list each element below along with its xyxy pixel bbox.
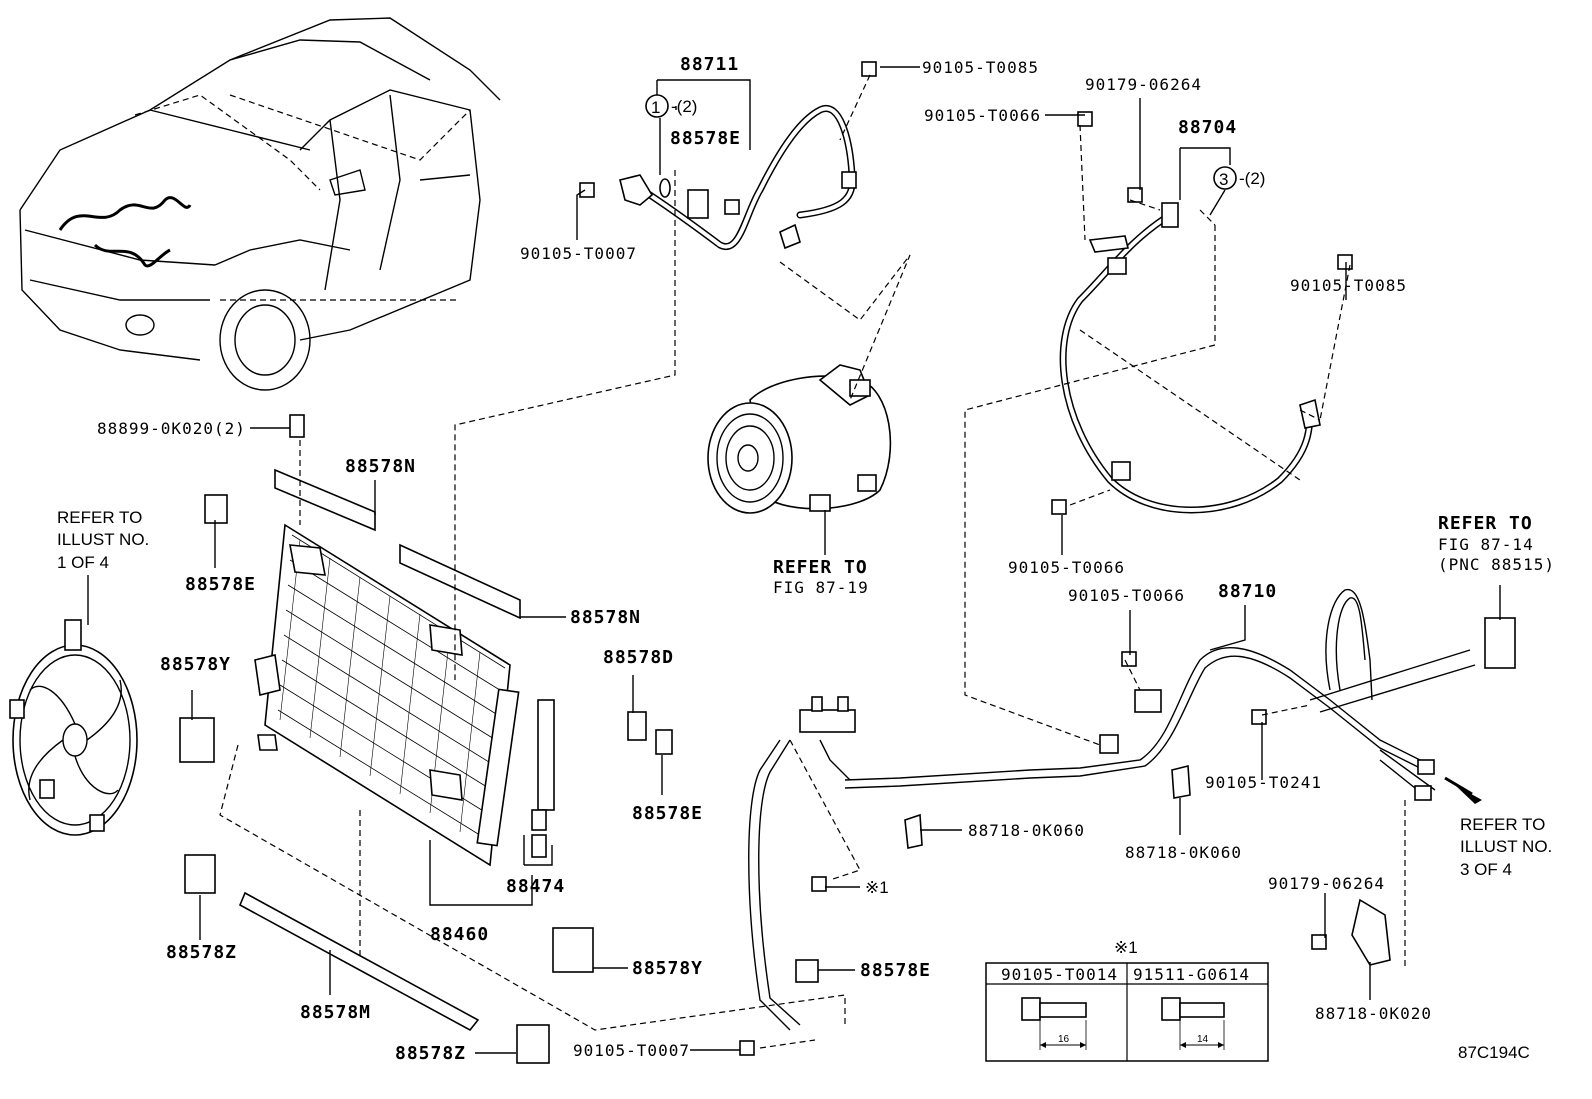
bolt-2-shank-icon xyxy=(1179,1002,1225,1018)
label-88899-0K020: 88899-0K020(2) xyxy=(97,419,246,438)
bolt-table-col-2: 91511-G0614 xyxy=(1133,965,1250,984)
label-90179-06264-top: 90179-06264 xyxy=(1085,75,1202,94)
label-88711-qty: -(2) xyxy=(671,97,697,116)
vehicle-illustration xyxy=(19,17,501,391)
bolt-2-length: 14 xyxy=(1197,1034,1209,1045)
circled-number-1 xyxy=(645,94,669,118)
bolt-1-shank-icon xyxy=(1039,1002,1087,1018)
label-90105-T0066-low: 90105-T0066 xyxy=(1068,586,1185,605)
label-88578Y-left: 88578Y xyxy=(160,654,231,675)
label-88711: 88711 xyxy=(680,54,739,75)
circled-number-3-text: 3 xyxy=(1219,170,1228,189)
label-88578N-mid: 88578N xyxy=(570,607,641,628)
bolt-1-length: 16 xyxy=(1058,1034,1070,1045)
label-88578Z-low: 88578Z xyxy=(395,1043,466,1064)
refer-illust1-line3: 1 OF 4 xyxy=(57,553,109,572)
ac-compressor xyxy=(707,364,892,514)
refer-illust1-line1: REFER TO xyxy=(57,508,142,527)
bolt-reference-table: ※1 90105-T0014 91511-G0614 16 14 xyxy=(985,938,1269,1062)
dashed-leaders xyxy=(134,74,1406,1049)
label-88460: 88460 xyxy=(430,924,489,945)
label-88710: 88710 xyxy=(1218,581,1277,602)
label-90105-T0007-top: 90105-T0007 xyxy=(520,244,637,263)
label-88474: 88474 xyxy=(506,876,565,897)
label-88578E-top: 88578E xyxy=(670,128,741,149)
suction-hose-88704 xyxy=(1059,202,1321,514)
label-90105-T0085-top: 90105-T0085 xyxy=(922,58,1039,77)
label-88578D: 88578D xyxy=(603,647,674,668)
refer-fig8714-line2: FIG 87-14 xyxy=(1438,535,1534,554)
cooling-fan-assembly xyxy=(9,619,138,836)
label-90105-T0066-mid: 90105-T0066 xyxy=(1008,558,1125,577)
refer-fig8714-line1: REFER TO xyxy=(1438,513,1533,534)
refer-illust1-line2: ILLUST NO. xyxy=(57,530,149,549)
bolt-1-head-icon xyxy=(1021,997,1041,1021)
label-mark-1: ※1 xyxy=(865,878,889,897)
label-88578Z-left: 88578Z xyxy=(166,942,237,963)
refer-fig8719-line1: REFER TO xyxy=(773,557,868,578)
leader-lines xyxy=(87,66,1501,1054)
label-88578E-low: 88578E xyxy=(860,960,931,981)
label-88718-0K060-a: 88718-0K060 xyxy=(968,821,1085,840)
label-90105-T0066-top: 90105-T0066 xyxy=(924,106,1041,125)
discharge-hose-88711 xyxy=(619,105,857,250)
refer-illust3-line2: ILLUST NO. xyxy=(1460,837,1552,856)
refer-illust3-line3: 3 OF 4 xyxy=(1460,860,1512,879)
part-labels: 88711 -(2) 88578E 90105-T0085 90105-T006… xyxy=(57,54,1555,1064)
label-88704-qty: -(2) xyxy=(1239,169,1265,188)
label-88578Y-low: 88578Y xyxy=(632,958,703,979)
label-88578E-right: 88578E xyxy=(632,803,703,824)
figure-code: 87C194C xyxy=(1458,1043,1530,1062)
label-88718-0K060-b: 88718-0K060 xyxy=(1125,843,1242,862)
refer-fig8714-line3: (PNC 88515) xyxy=(1438,555,1555,574)
small-parts xyxy=(179,61,1482,1064)
circled-number-1-text: 1 xyxy=(651,98,660,117)
label-88718-0K020: 88718-0K020 xyxy=(1315,1004,1432,1023)
label-90105-T0241: 90105-T0241 xyxy=(1205,773,1322,792)
label-90105-T0007-low: 90105-T0007 xyxy=(573,1041,690,1060)
label-90105-T0085-right: 90105-T0085 xyxy=(1290,276,1407,295)
label-88578M: 88578M xyxy=(300,1002,371,1023)
bolt-table-mark: ※1 xyxy=(1114,938,1138,957)
label-88578N-top: 88578N xyxy=(345,456,416,477)
circled-number-3 xyxy=(1213,166,1237,190)
condenser-88460 xyxy=(254,523,520,867)
refer-fig8719-line2: FIG 87-19 xyxy=(773,578,869,597)
bolt-table-col-1: 90105-T0014 xyxy=(1001,965,1118,984)
label-88704: 88704 xyxy=(1178,117,1237,138)
label-88578E-left: 88578E xyxy=(185,574,256,595)
label-90179-06264-low: 90179-06264 xyxy=(1268,874,1385,893)
liquid-tube-88710 xyxy=(748,588,1516,1031)
bolt-2-head-icon xyxy=(1161,997,1181,1021)
receiver-88474 xyxy=(531,699,555,858)
refer-illust3-line1: REFER TO xyxy=(1460,815,1545,834)
